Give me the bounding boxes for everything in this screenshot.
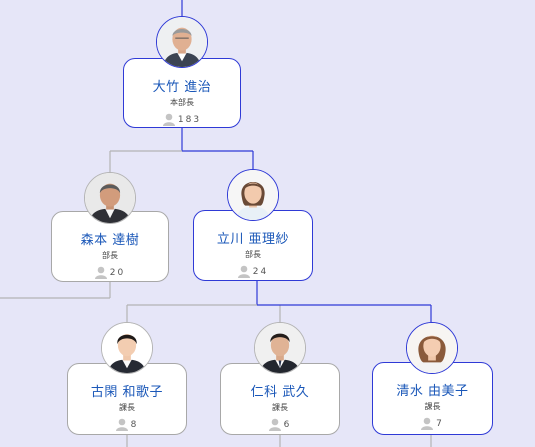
person-title: 部長 (245, 250, 261, 259)
member-count-value: 20 (109, 267, 126, 278)
person-title: 本部長 (170, 98, 194, 107)
org-card-nishina[interactable]: 仁科 武久 課長 6 (220, 363, 340, 435)
member-count: 7 (373, 417, 492, 430)
person-name: 森本 達樹 (80, 233, 140, 248)
member-count-value: 24 (252, 266, 269, 277)
member-count: 8 (68, 418, 186, 431)
avatar-furukan[interactable] (101, 322, 153, 374)
member-count: 183 (124, 113, 240, 126)
person-icon (115, 418, 128, 431)
person-icon (268, 418, 281, 431)
member-count-value: 7 (436, 418, 444, 429)
org-card-shimizu[interactable]: 清水 由美子 課長 7 (372, 362, 493, 435)
person-icon (421, 417, 434, 430)
avatar-nishina[interactable] (254, 322, 306, 374)
member-count-value: 183 (177, 114, 202, 125)
person-name: 古閑 和歌子 (90, 385, 164, 400)
person-icon (94, 266, 107, 279)
person-name: 清水 由美子 (396, 384, 469, 399)
person-title: 課長 (424, 402, 441, 411)
avatar-tachikawa[interactable] (227, 169, 279, 221)
avatar-shimizu[interactable] (406, 322, 458, 374)
avatar-otake[interactable] (156, 16, 208, 68)
person-icon (162, 113, 175, 126)
person-icon (237, 265, 250, 278)
member-count-value: 6 (283, 419, 292, 430)
person-title: 課長 (272, 403, 288, 412)
member-count: 20 (52, 266, 168, 279)
person-name: 大竹 進治 (152, 80, 212, 95)
org-card-otake[interactable]: 大竹 進治 本部長 183 (123, 58, 241, 128)
avatar-morimoto[interactable] (84, 172, 136, 224)
member-count-value: 8 (130, 419, 139, 430)
person-title: 課長 (119, 403, 135, 412)
member-count: 24 (194, 265, 312, 278)
person-title: 部長 (102, 251, 118, 260)
person-name: 立川 亜理紗 (216, 232, 290, 247)
member-count: 6 (221, 418, 339, 431)
person-name: 仁科 武久 (250, 385, 310, 400)
